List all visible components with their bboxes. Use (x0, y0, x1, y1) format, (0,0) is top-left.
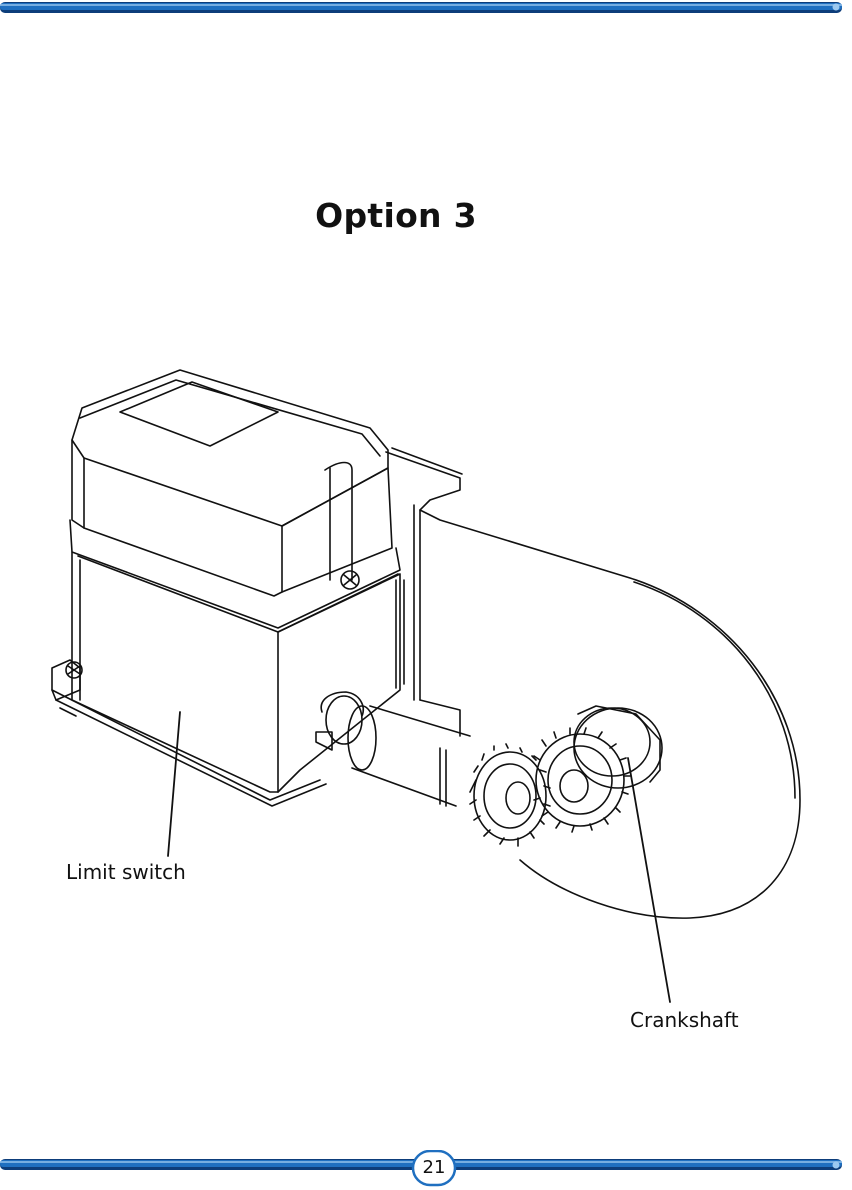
mounting-bracket (386, 448, 800, 918)
crankshaft-label: Crankshaft (630, 1008, 739, 1032)
limit-switch-leader-line (168, 712, 180, 856)
bevel-gear-crankshaft (534, 728, 630, 832)
switch-side-boss (316, 692, 363, 750)
crankshaft-leader-line (628, 758, 670, 1002)
shaft-cylinder (348, 700, 470, 806)
limit-switch-crankshaft-illustration (0, 340, 852, 1040)
limit-switch-housing (52, 370, 404, 806)
page-number: 21 (413, 1151, 455, 1185)
page-title: Option 3 (0, 196, 792, 235)
limit-switch-label: Limit switch (66, 860, 186, 884)
top-header-rule (0, 0, 852, 16)
